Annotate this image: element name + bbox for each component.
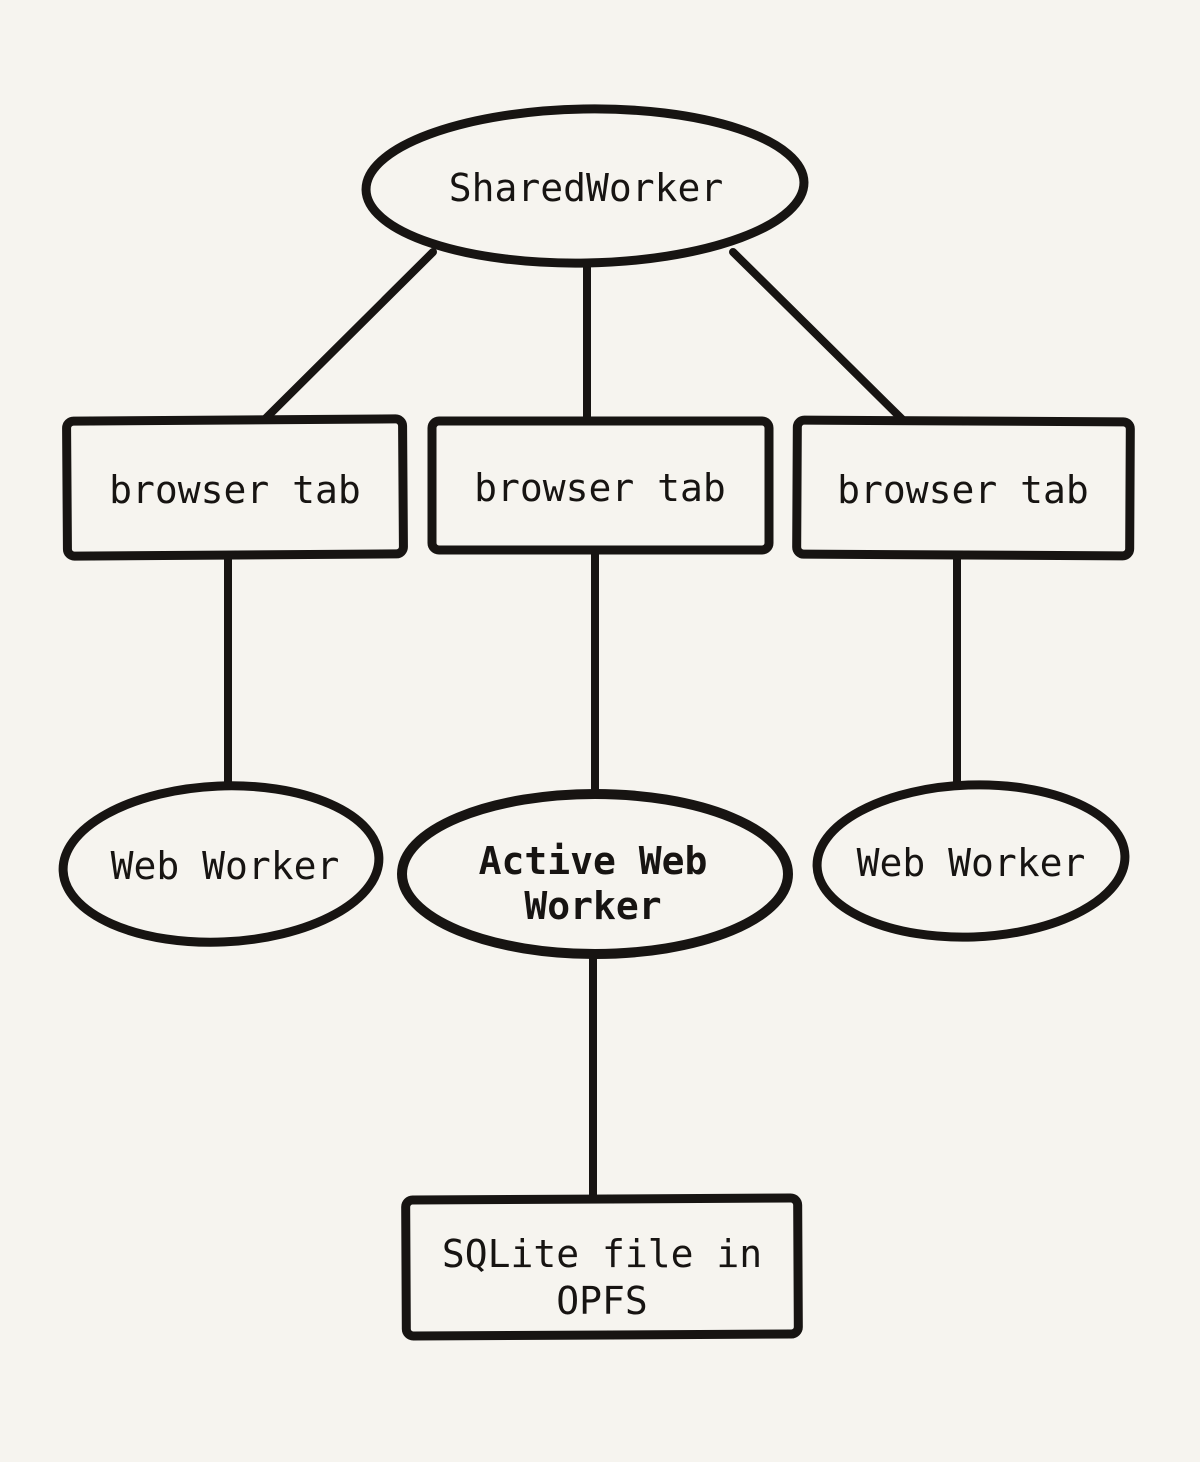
active-web-worker-ellipse: [397, 789, 793, 959]
node-sqlite-opfs: SQLite file in OPFS: [401, 1193, 803, 1341]
browser-tab-right-rect: [792, 415, 1135, 561]
edge-sharedworker-to-tab-right: [729, 248, 911, 428]
connector-lines: [224, 248, 961, 1208]
browser-tab-left-label: browser tab: [109, 468, 361, 512]
sqlite-opfs-label-line1: SQLite file in: [442, 1232, 762, 1276]
node-browser-tab-center: browser tab: [427, 416, 774, 555]
shared-worker-label: SharedWorker: [449, 166, 724, 210]
browser-tab-left-rect: [62, 414, 408, 561]
web-worker-left-label: Web Worker: [111, 844, 340, 888]
active-web-worker-label-line2: Worker: [524, 884, 661, 928]
web-worker-right-label: Web Worker: [857, 841, 1086, 885]
web-worker-left-ellipse: [58, 781, 384, 947]
node-active-web-worker: Active Web Worker: [397, 789, 793, 959]
browser-tab-center-label: browser tab: [474, 466, 726, 510]
sqlite-opfs-label-line2: OPFS: [556, 1279, 648, 1323]
browser-tab-center-rect: [427, 416, 774, 555]
shared-worker-ellipse: [361, 104, 809, 268]
browser-tab-right-label: browser tab: [837, 468, 1089, 512]
node-web-worker-right: Web Worker: [812, 780, 1130, 942]
web-worker-right-ellipse: [812, 780, 1130, 942]
edge-sharedworker-to-tab-left: [256, 248, 437, 428]
node-browser-tab-left: browser tab: [62, 414, 408, 561]
node-shared-worker: SharedWorker: [361, 104, 809, 268]
node-web-worker-left: Web Worker: [58, 781, 384, 947]
active-web-worker-label-line1: Active Web: [479, 839, 708, 883]
node-browser-tab-right: browser tab: [792, 415, 1135, 561]
sqlite-opfs-rect: [401, 1193, 803, 1341]
